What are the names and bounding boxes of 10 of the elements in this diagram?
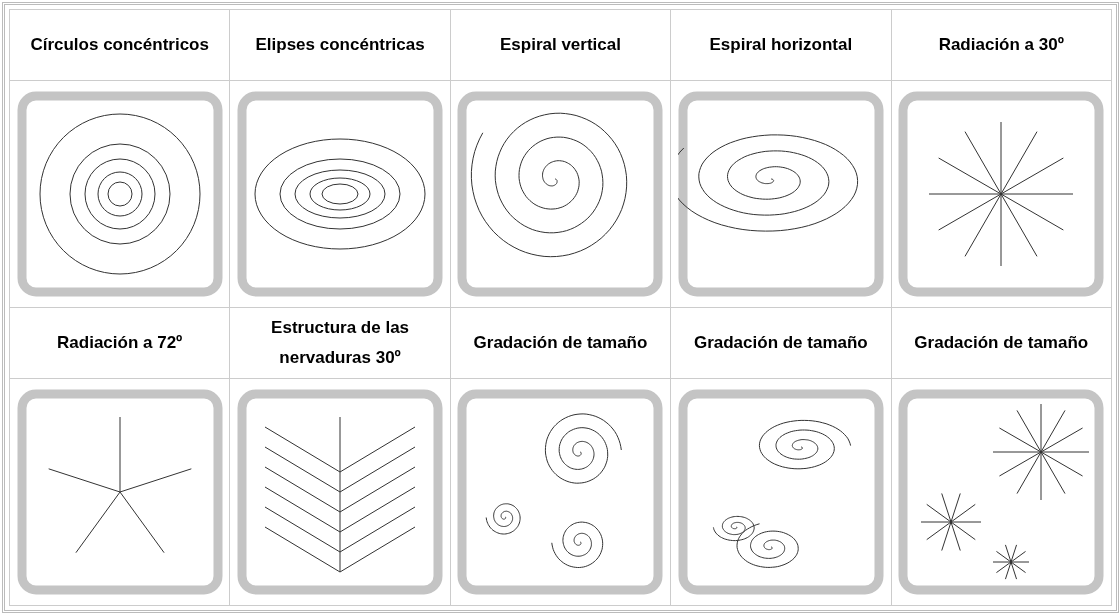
pattern-title: Gradación de tamaño [692,332,869,354]
pattern-title: Estructura de las nervaduras 30º [270,317,411,369]
pattern-title: Gradación de tamaño [913,332,1090,354]
pattern-title: Elipses concéntricas [254,34,426,56]
pattern-title: Gradación de tamaño [472,332,649,354]
pattern-title: Espiral horizontal [708,34,854,56]
pattern-title: Radiación a 72º [56,332,184,354]
pattern-title: Círculos concéntricos [29,34,210,56]
pattern-title: Espiral vertical [499,34,622,56]
pattern-title: Radiación a 30º [937,34,1065,56]
